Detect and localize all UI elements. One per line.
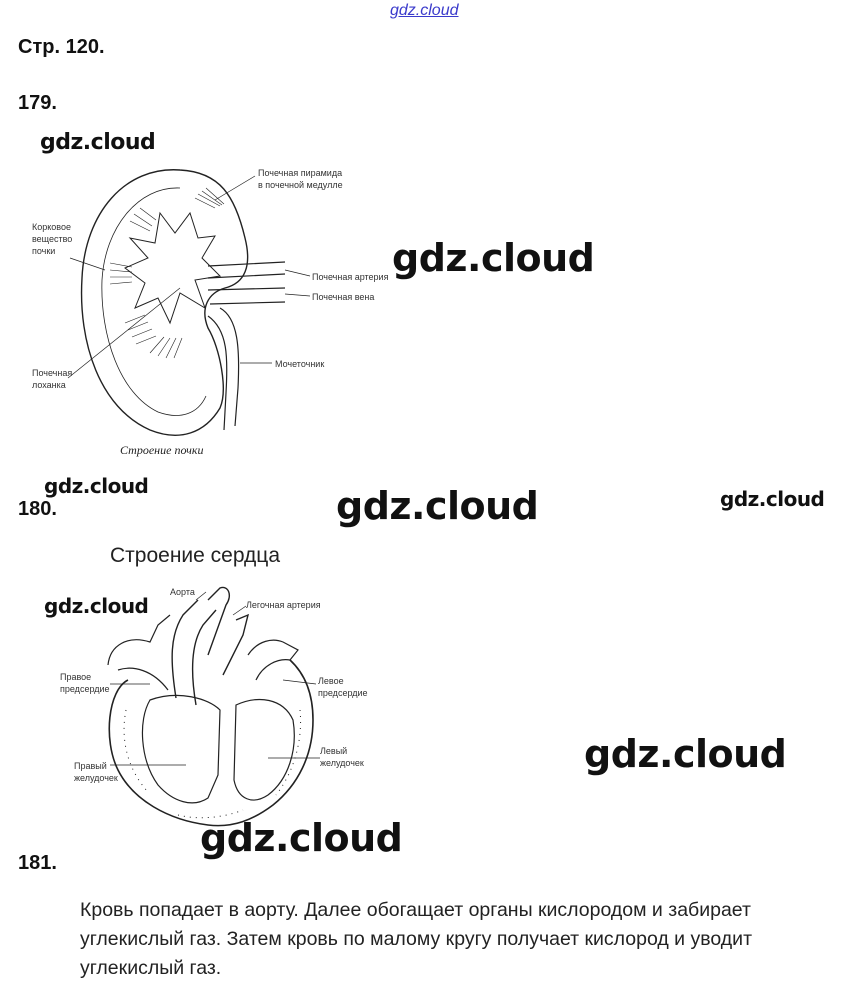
label-pelvis-2: лоханка [32,380,66,390]
label-pulmonary-artery: Легочная артерия [246,600,321,610]
watermark: gdz.cloud [40,130,155,155]
label-right-ventricle-2: желудочек [74,773,118,783]
right-atrium [108,615,170,690]
task-number-180: 180. [18,498,57,521]
pulmonary-artery [208,587,248,675]
watermark: gdz.cloud [200,816,402,860]
ureter [208,308,239,430]
label-pelvis-1: Почечная [32,368,72,378]
watermark: gdz.cloud [584,732,786,776]
label-pyramid-1: Почечная пирамида [258,168,342,178]
label-right-atrium-1: Правое [60,672,91,682]
watermark: gdz.cloud [44,474,148,498]
label-cortex-2: вещество [32,234,72,244]
label-left-ventricle-2: желудочек [320,758,364,768]
label-renal-artery: Почечная артерия [312,272,389,282]
watermark: gdz.cloud [336,484,538,528]
watermark: gdz.cloud [720,487,824,511]
task-number-181: 181. [18,852,57,875]
label-left-ventricle-1: Левый [320,746,347,756]
page-reference: Стр. 120. [18,36,105,59]
label-cortex-1: Корковое [32,222,71,232]
label-ureter: Мочеточник [275,359,324,369]
label-aorta: Аорта [170,587,195,597]
label-right-ventricle-1: Правый [74,761,107,771]
watermark: gdz.cloud [44,594,148,618]
kidney-diagram: Почечная пирамида в почечной медулле Кор… [30,158,400,463]
label-left-atrium-2: предсердие [318,688,368,698]
heart-outer-wall [109,660,313,826]
label-right-atrium-2: предсердие [60,684,110,694]
task-number-179: 179. [18,92,57,115]
site-link[interactable]: gdz.cloud [390,2,459,20]
heart-inner-wall [142,695,220,802]
watermark: gdz.cloud [392,236,594,280]
label-renal-vein: Почечная вена [312,292,374,302]
answer-181: Кровь попадает в аорту. Далее обогащает … [80,896,848,983]
label-left-atrium-1: Левое [318,676,344,686]
left-atrium [248,640,298,680]
kidney-caption: Строение почки [120,443,203,457]
label-pyramid-2: в почечной медулле [258,180,343,190]
kidney-outline [82,170,248,436]
heart-diagram-title: Строение сердца [110,544,280,568]
label-cortex-3: почки [32,246,55,256]
